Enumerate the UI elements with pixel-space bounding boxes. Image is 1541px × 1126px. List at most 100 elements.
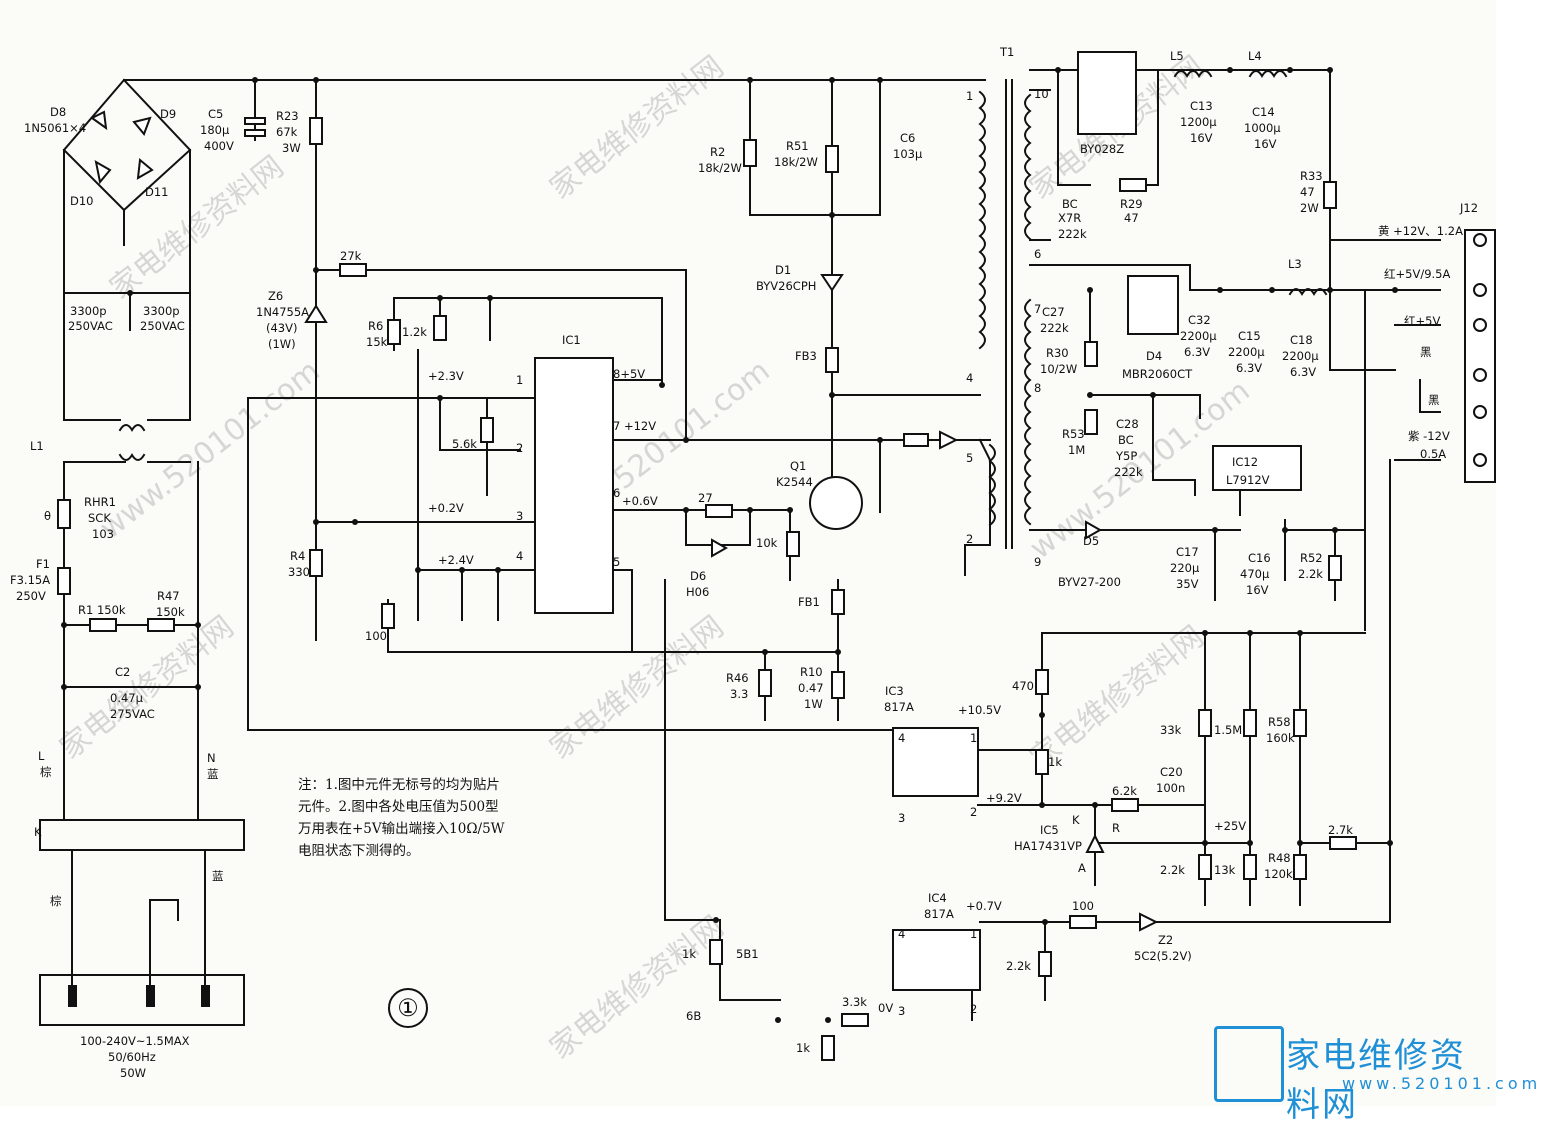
label-v25: +25V (1214, 819, 1246, 833)
label-d1v: BYV26CPH (756, 279, 816, 293)
label-o3: 红+5V (1404, 314, 1440, 328)
label-v105: +10.5V (958, 703, 1001, 717)
label-c18v: 2200μ (1282, 349, 1319, 363)
label-d6: D6 (690, 569, 706, 583)
resistor-r58 (1293, 709, 1307, 737)
diode-d11 (136, 158, 154, 180)
label-c32: C32 (1188, 313, 1211, 327)
label-c28v: BC (1118, 433, 1134, 447)
label-r23v: 67k (276, 125, 298, 139)
label-r1k: 1k (1048, 755, 1062, 769)
label-z2: Z2 (1158, 933, 1173, 947)
label-i41: 1 (970, 927, 977, 941)
label-c17: C17 (1176, 545, 1199, 559)
label-z6v3: (1W) (268, 337, 296, 351)
resistor-1kc (709, 939, 723, 965)
label-i43: 3 (898, 1004, 905, 1018)
label-bcv: 222k (1058, 227, 1087, 241)
connector-j12 (1464, 229, 1496, 483)
label-f1v: F3.15A (10, 573, 50, 587)
capacitor-c5 (244, 117, 266, 125)
diode-d4-body (1127, 275, 1179, 335)
circuit-diagram: 家电维修资料网 家电维修资料网 家电维修资料网 家电维修资料网 家电维修资料网 … (10, 45, 1496, 1080)
label-l: L (38, 749, 45, 763)
label-nz: 蓝 (207, 767, 219, 781)
label-o6b: 0.5A (1420, 447, 1446, 461)
label-c5: C5 (208, 107, 223, 121)
resistor-2-7k (1329, 836, 1357, 850)
resistor-1k (1035, 749, 1049, 775)
resistor-r23 (309, 117, 323, 145)
fuse-f1 (57, 567, 71, 595)
ferrite-fb3 (825, 347, 839, 373)
label-k: K (34, 825, 42, 839)
resistor-r1 (89, 618, 117, 632)
label-d1: D1 (775, 263, 791, 277)
label-cy2v: 250VAC (140, 319, 185, 333)
label-ic4v: 817A (924, 907, 954, 921)
label-z6v2: (43V) (266, 321, 297, 335)
label-ic5: IC5 (1040, 823, 1059, 837)
label-r29: R29 (1120, 197, 1143, 211)
label-c15w: 6.3V (1236, 361, 1262, 375)
label-v07: +0.7V (966, 899, 1002, 913)
label-d8v: 1N5061×4 (24, 121, 86, 135)
resistor-2-2kb (1038, 951, 1052, 977)
label-i33: 3 (898, 811, 905, 825)
label-c27v: 222k (1040, 321, 1069, 335)
label-w1: 1 (966, 89, 973, 103)
transformer-sec2 (1024, 298, 1032, 526)
label-c2v: 0.47μ (110, 691, 144, 705)
label-o4: 黑 (1420, 345, 1432, 359)
label-c5v: 180μ (200, 123, 230, 137)
label-c2: C2 (115, 665, 130, 679)
label-r33: R33 (1300, 169, 1323, 183)
label-rhr1v: SCK (88, 511, 111, 525)
label-d11: D11 (145, 185, 169, 199)
watermark-text: 家电维修资料网 (543, 49, 730, 206)
ic1-body (534, 357, 614, 614)
resistor-r6 (387, 319, 401, 345)
label-o6: 紫 -12V (1408, 429, 1450, 443)
label-c28w: Y5P (1115, 449, 1137, 463)
label-in1: 100-240V~1.5MAX (80, 1034, 190, 1048)
label-q5b1: 5B1 (736, 947, 759, 961)
label-c15v: 2200μ (1228, 345, 1265, 359)
diode-d6 (711, 538, 729, 558)
resistor-470 (1035, 669, 1049, 695)
junction-dots (61, 67, 1398, 1023)
label-zong: 棕 (50, 894, 62, 908)
label-ic1: IC1 (562, 333, 581, 347)
label-z6: Z6 (268, 289, 283, 303)
components (57, 51, 1496, 1061)
label-r52v: 2.2k (1298, 567, 1323, 581)
label-p2: 2 (516, 441, 523, 455)
label-v06: +0.6V (622, 494, 658, 508)
resistor-r48 (1293, 854, 1307, 880)
label-p7: 7 +12V (613, 419, 656, 433)
label-r56k: 5.6k (452, 437, 477, 451)
label-c18w: 6.3V (1290, 365, 1316, 379)
label-i42: 2 (970, 1002, 977, 1016)
label-c6: C6 (900, 131, 915, 145)
label-r10k: 10k (756, 536, 778, 550)
label-r2: R2 (710, 145, 725, 159)
transformer-aux (988, 443, 996, 527)
optocoupler-ic4 (892, 929, 981, 991)
label-lz: 棕 (40, 765, 52, 779)
label-r27: 27 (698, 491, 713, 505)
label-i44: 4 (898, 927, 905, 941)
bridge-by028z (1077, 51, 1137, 135)
resistor-aux (903, 433, 929, 447)
label-c14v: 1000μ (1244, 121, 1281, 135)
label-z6v: 1N4755A (256, 305, 309, 319)
label-q1: Q1 (790, 459, 806, 473)
label-d4: D4 (1146, 349, 1162, 363)
label-ic4: IC4 (928, 891, 947, 905)
resistor-r4 (309, 549, 323, 577)
resistor-r46 (758, 669, 772, 697)
label-ic3v: 817A (884, 700, 914, 714)
label-z2v: 5C2(5.2V) (1134, 949, 1192, 963)
label-c20v: 100n (1156, 781, 1185, 795)
label-p3: 3 (516, 509, 523, 523)
